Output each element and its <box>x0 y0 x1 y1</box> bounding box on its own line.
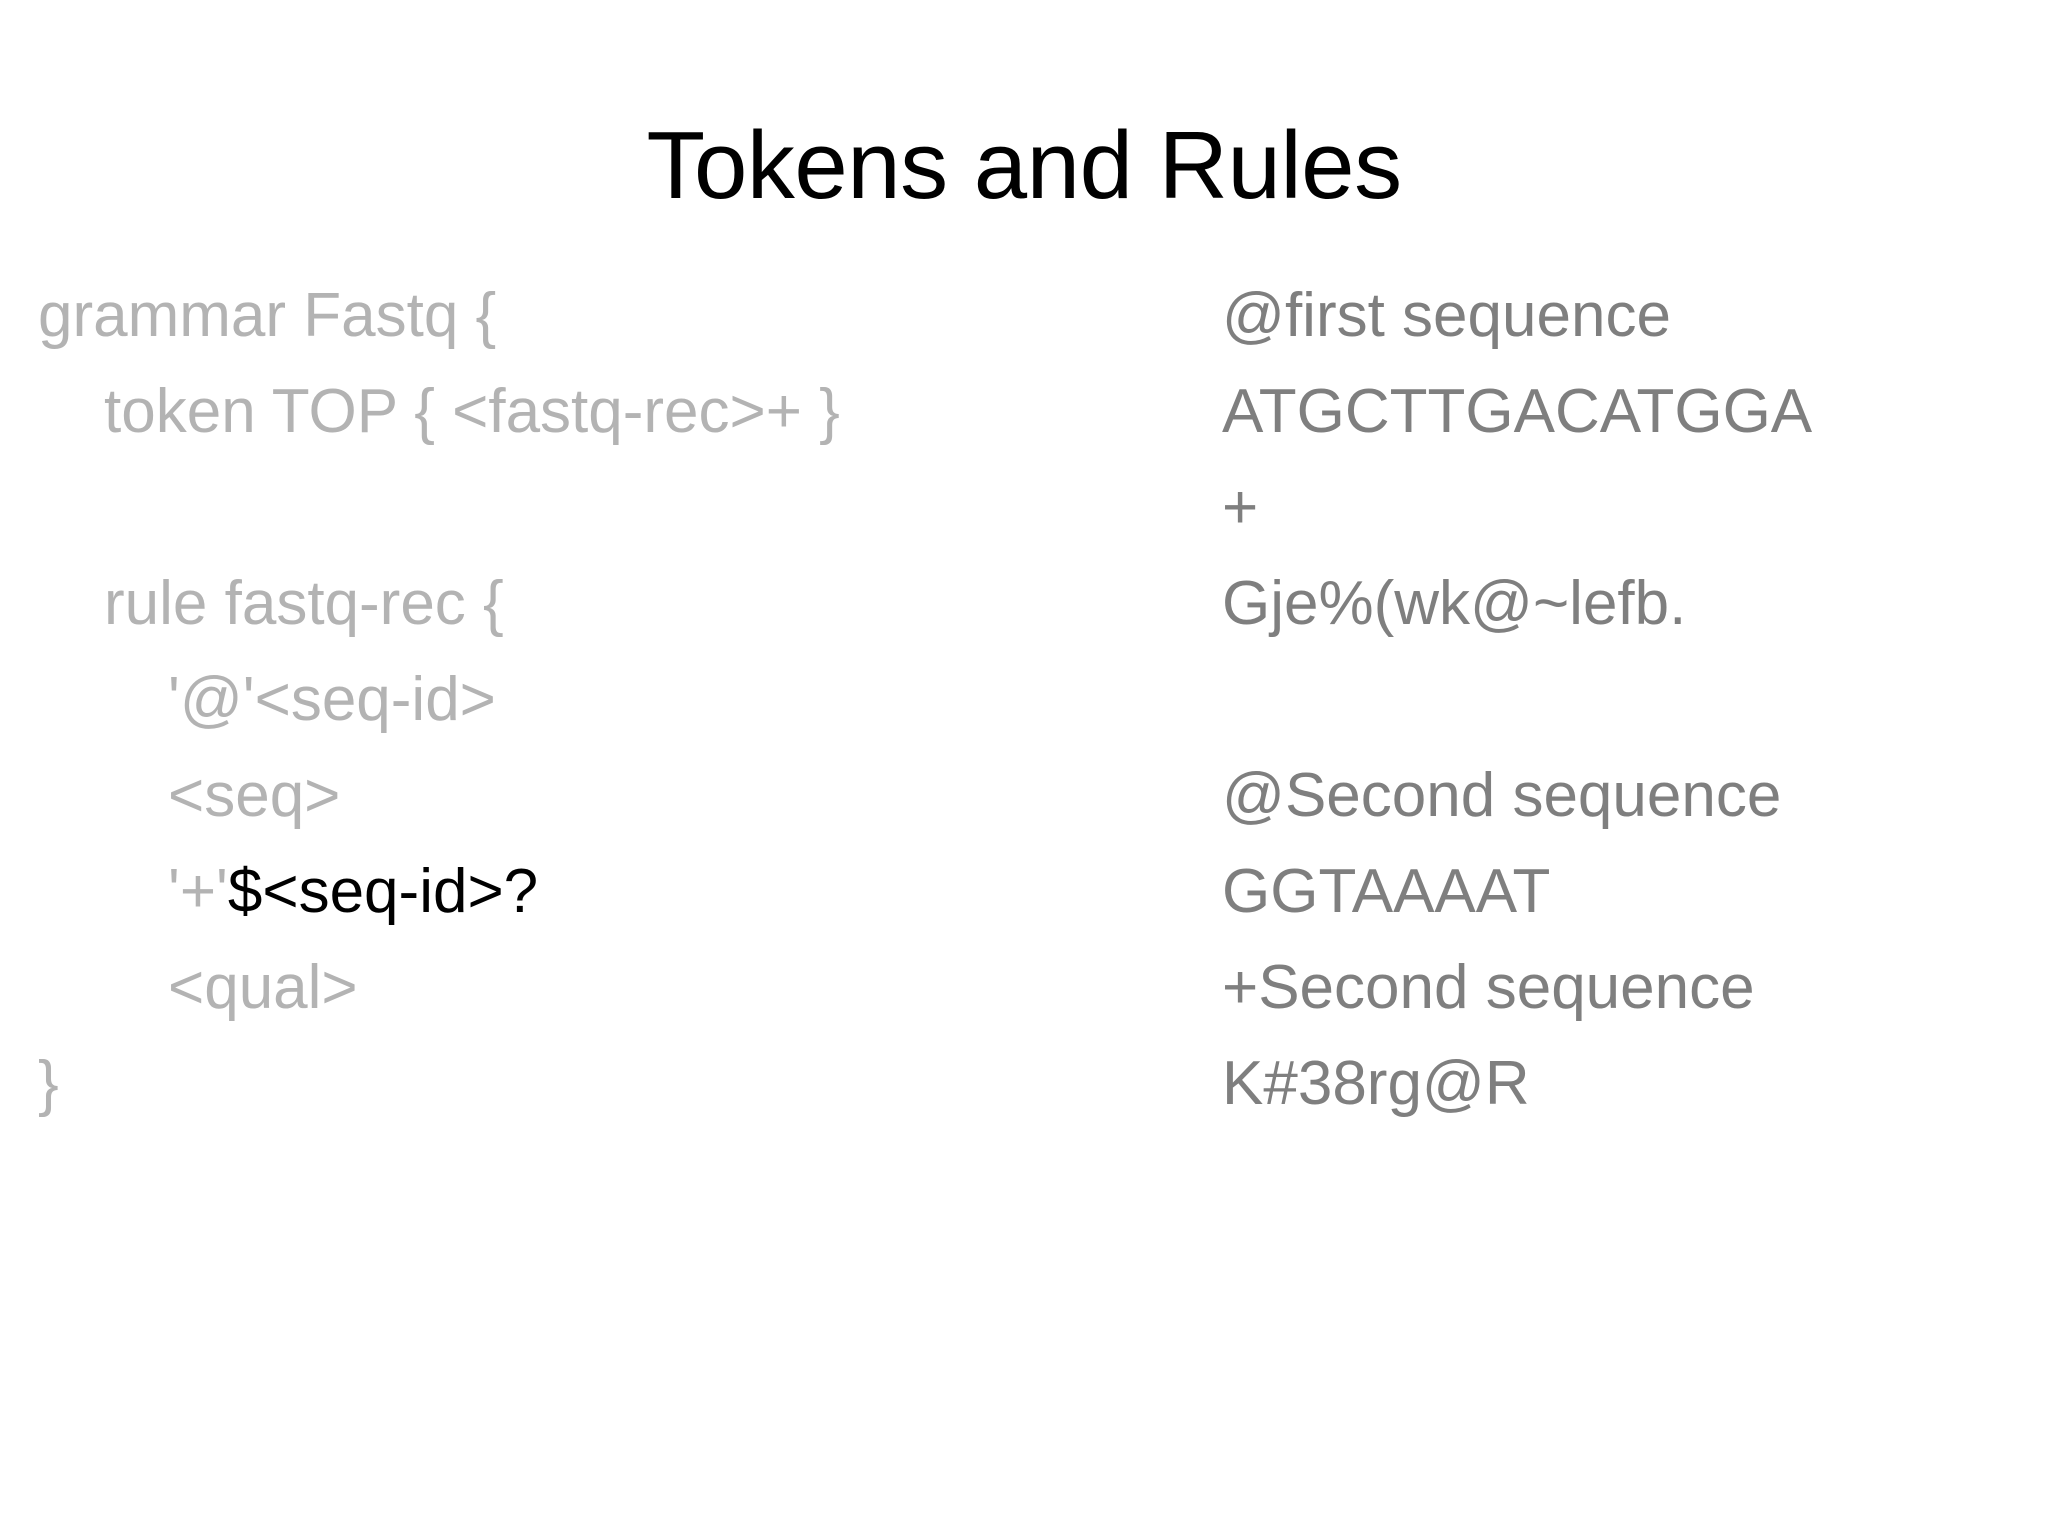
code-line-text: rule fastq-rec { <box>104 569 504 638</box>
page-title: Tokens and Rules <box>646 112 1402 219</box>
code-line-text: '@'<seq-id> <box>168 665 496 734</box>
code-line: } <box>38 1036 1168 1132</box>
slide-body: grammar Fastq { token TOP { <fastq-rec>+… <box>0 268 2048 1535</box>
fastq-example-block: @first sequence ATGCTTGACATGGA + Gje%(wk… <box>1222 268 2022 1132</box>
code-line-text: } <box>38 1049 59 1118</box>
code-line-text: token TOP { <fastq-rec>+ } <box>104 377 840 446</box>
fastq-line: GGTAAAAT <box>1222 857 1551 926</box>
fastq-line: ATGCTTGACATGGA <box>1222 377 1813 446</box>
code-line: <seq> <box>38 748 1168 844</box>
code-line-text: grammar Fastq { <box>38 281 497 350</box>
code-line-text: <qual> <box>168 953 358 1022</box>
code-line: grammar Fastq { <box>38 268 1168 364</box>
code-line: rule fastq-rec { <box>38 556 1168 652</box>
code-line-highlighted: '+'$<seq-id>? <box>38 844 1168 940</box>
code-line-highlight: $<seq-id>? <box>227 857 539 926</box>
code-line: <qual> <box>38 940 1168 1036</box>
fastq-line: K#38rg@R <box>1222 1049 1530 1118</box>
code-line: token TOP { <fastq-rec>+ } <box>38 364 1168 460</box>
fastq-line: @Second sequence <box>1222 761 1782 830</box>
fastq-line: Gje%(wk@~lefb. <box>1222 569 1687 638</box>
code-line-text: '+' <box>168 857 228 926</box>
fastq-line-blank <box>1222 652 2022 748</box>
grammar-code-block: grammar Fastq { token TOP { <fastq-rec>+… <box>38 268 1168 1132</box>
fastq-line: +Second sequence <box>1222 953 1755 1022</box>
fastq-line: + <box>1222 473 1259 542</box>
code-line: '@'<seq-id> <box>38 652 1168 748</box>
code-line-blank <box>38 460 1168 556</box>
code-line-text: <seq> <box>168 761 341 830</box>
fastq-line: @first sequence <box>1222 281 1671 350</box>
